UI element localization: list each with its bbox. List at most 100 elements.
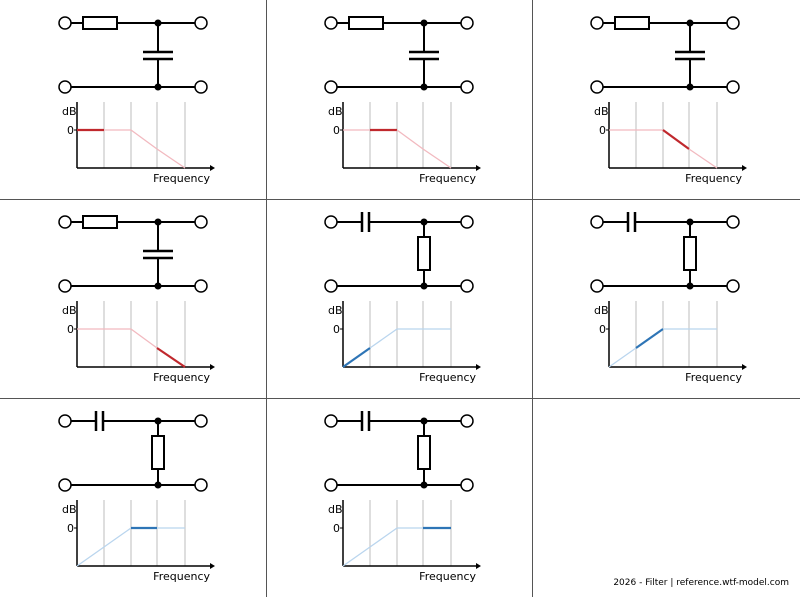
- zero-tick-label: 0: [67, 522, 74, 535]
- junction-dot: [420, 417, 428, 425]
- response-segment: [608, 347, 637, 368]
- terminal-icon: [726, 279, 740, 293]
- terminal-icon: [460, 215, 474, 229]
- resistor-symbol: [417, 435, 431, 470]
- zero-tick-label: 0: [599, 323, 606, 336]
- x-axis-label: Frequency: [153, 570, 210, 583]
- junction-dot: [154, 417, 162, 425]
- terminal-icon: [324, 16, 338, 30]
- y-axis-label: dB: [62, 503, 77, 516]
- junction-dot: [420, 282, 428, 290]
- terminal-icon: [194, 80, 208, 94]
- y-axis-label: dB: [62, 105, 77, 118]
- terminal-icon: [194, 414, 208, 428]
- terminal-icon: [460, 414, 474, 428]
- x-axis-label: Frequency: [419, 371, 476, 384]
- terminal-icon: [590, 215, 604, 229]
- resistor-symbol: [417, 236, 431, 271]
- terminal-icon: [726, 215, 740, 229]
- zero-tick-label: 0: [67, 124, 74, 137]
- resistor-symbol: [151, 435, 165, 470]
- response-segment: [130, 129, 158, 150]
- terminal-icon: [58, 16, 72, 30]
- terminal-icon: [58, 215, 72, 229]
- resistor-symbol: [82, 215, 118, 229]
- x-axis-arrow-icon: [742, 364, 747, 370]
- x-axis-arrow-icon: [476, 165, 481, 171]
- terminal-icon: [590, 16, 604, 30]
- x-axis-arrow-icon: [210, 165, 215, 171]
- terminal-icon: [726, 80, 740, 94]
- response-segment: [688, 148, 718, 169]
- junction-dot: [154, 83, 162, 91]
- terminal-icon: [590, 80, 604, 94]
- terminal-icon: [324, 215, 338, 229]
- resistor-symbol: [82, 16, 118, 30]
- junction-dot: [686, 218, 694, 226]
- zero-tick-label: 0: [333, 522, 340, 535]
- y-axis-label: dB: [594, 304, 609, 317]
- x-axis-label: Frequency: [153, 172, 210, 185]
- x-axis-label: Frequency: [685, 172, 742, 185]
- x-axis-arrow-icon: [210, 563, 215, 569]
- terminal-icon: [460, 478, 474, 492]
- terminal-icon: [324, 80, 338, 94]
- junction-dot: [686, 19, 694, 27]
- response-segment-highlighted: [342, 347, 371, 368]
- junction-dot: [420, 83, 428, 91]
- terminal-icon: [58, 279, 72, 293]
- response-segment: [396, 129, 424, 150]
- junction-dot: [420, 481, 428, 489]
- x-axis-arrow-icon: [742, 165, 747, 171]
- x-axis-label: Frequency: [419, 172, 476, 185]
- terminal-icon: [324, 279, 338, 293]
- response-segment: [130, 328, 158, 349]
- terminal-icon: [58, 80, 72, 94]
- junction-dot: [420, 19, 428, 27]
- junction-dot: [154, 19, 162, 27]
- junction-dot: [686, 83, 694, 91]
- y-axis-label: dB: [328, 105, 343, 118]
- zero-tick-label: 0: [599, 124, 606, 137]
- response-segment: [156, 148, 186, 169]
- terminal-icon: [460, 16, 474, 30]
- resistor-symbol: [348, 16, 384, 30]
- terminal-icon: [194, 478, 208, 492]
- terminal-icon: [194, 279, 208, 293]
- x-axis-label: Frequency: [419, 570, 476, 583]
- terminal-icon: [460, 279, 474, 293]
- x-axis-label: Frequency: [153, 371, 210, 384]
- junction-dot: [686, 282, 694, 290]
- x-axis-arrow-icon: [210, 364, 215, 370]
- response-segment-highlighted: [662, 129, 690, 150]
- terminal-icon: [726, 16, 740, 30]
- y-axis-label: dB: [594, 105, 609, 118]
- response-segment: [76, 546, 105, 567]
- footer-credit: 2026 - Filter | reference.wtf-model.com: [613, 578, 789, 588]
- junction-dot: [154, 481, 162, 489]
- zero-tick-label: 0: [333, 124, 340, 137]
- y-axis-label: dB: [328, 503, 343, 516]
- junction-dot: [154, 282, 162, 290]
- terminal-icon: [194, 215, 208, 229]
- resistor-symbol: [614, 16, 650, 30]
- terminal-icon: [58, 414, 72, 428]
- y-axis-label: dB: [328, 304, 343, 317]
